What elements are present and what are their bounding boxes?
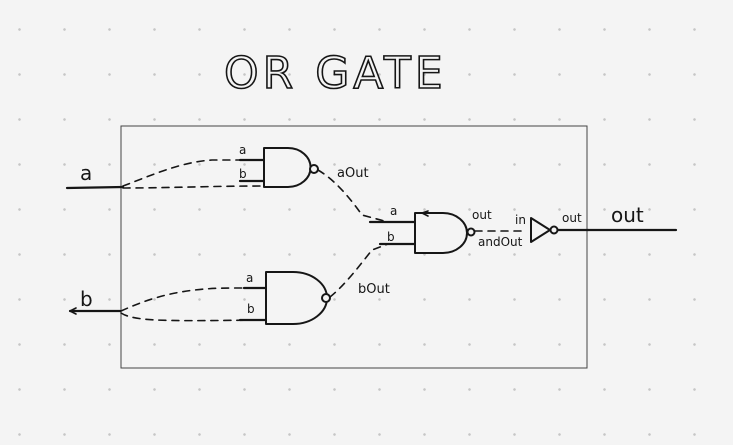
and-gate-2-bubble: [321, 293, 331, 303]
not-gate-pin-in: in: [515, 213, 526, 227]
and-gate-3-pin-b: b: [387, 230, 395, 244]
and-gate-2-pin-b: b: [247, 302, 255, 316]
input-b: b: [68, 287, 122, 315]
and-gate-1-pin-a: a: [239, 143, 246, 157]
and-gate-1-bubble: [309, 164, 319, 174]
wire-b-to-and2-b: [120, 312, 265, 322]
output-label: out: [611, 203, 644, 227]
and-gate-1: a b: [238, 143, 319, 188]
and-gate-3-bubble: [466, 227, 476, 237]
not-gate-bubble: [549, 225, 559, 235]
and-gate-2: a b: [238, 271, 331, 325]
and-gate-3: a b out: [368, 204, 492, 254]
not-gate: in out: [515, 211, 590, 243]
diagram-title: OR GATE: [224, 48, 447, 99]
wire-label-bout: bOut: [358, 282, 390, 297]
wire-label-andout: andOut: [478, 235, 523, 249]
wire-bout-to-and3: [329, 243, 389, 298]
and-gate-3-out-pin: out: [472, 208, 492, 222]
wire-b-to-and2-a: [120, 287, 265, 312]
wire-label-aout: aOut: [337, 166, 369, 181]
and-gate-3-pin-a: a: [390, 204, 397, 218]
wire-aout-to-and3: [317, 169, 389, 223]
wire-a-to-and1-b: [122, 185, 263, 189]
and-gate-1-pin-b: b: [239, 167, 247, 181]
wire-a-to-and1-a: [122, 159, 263, 187]
not-gate-pin-out: out: [562, 211, 582, 225]
chip-boundary: [120, 125, 588, 369]
input-a-label: a: [80, 161, 92, 185]
input-b-label: b: [80, 287, 93, 311]
output-out: out: [586, 203, 678, 232]
and-gate-2-pin-a: a: [246, 271, 253, 285]
input-a: a: [65, 161, 125, 190]
